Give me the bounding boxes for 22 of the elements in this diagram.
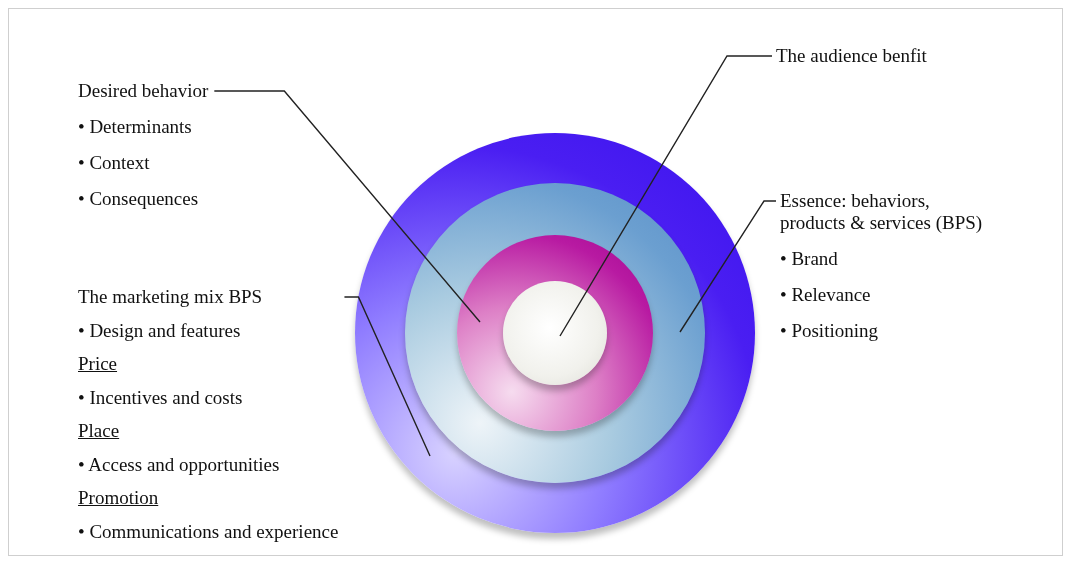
leader-line xyxy=(213,90,481,323)
bullet-item: • Context xyxy=(78,152,151,174)
callout-heading: Essence: behaviors, products & services (BPS) xyxy=(780,190,984,234)
section-heading: Promotion xyxy=(78,487,159,509)
callout-heading: The audience benfit xyxy=(776,45,927,67)
bullet-item: • Access and opportunities xyxy=(78,453,281,476)
bullet-item: • Positioning xyxy=(780,320,879,342)
section-heading: Price xyxy=(78,353,118,375)
bullet-item: • Design and features xyxy=(78,319,242,342)
leader-line xyxy=(343,296,431,457)
bullet-item: • Communications and experience xyxy=(78,520,339,543)
leader-line xyxy=(559,55,773,337)
center-circle xyxy=(503,281,607,385)
callout-heading: Desired behavior xyxy=(78,80,209,102)
leader-line xyxy=(679,200,777,333)
bullet-item: • Brand xyxy=(780,248,839,270)
section-heading: Place xyxy=(78,420,120,442)
bullet-item: • Determinants xyxy=(78,116,193,138)
bullet-item: • Incentives and costs xyxy=(78,386,244,409)
bullet-item: • Consequences xyxy=(78,188,200,210)
bullet-item: • Relevance xyxy=(780,284,872,306)
callout-heading: The marketing mix BPS xyxy=(78,286,264,308)
